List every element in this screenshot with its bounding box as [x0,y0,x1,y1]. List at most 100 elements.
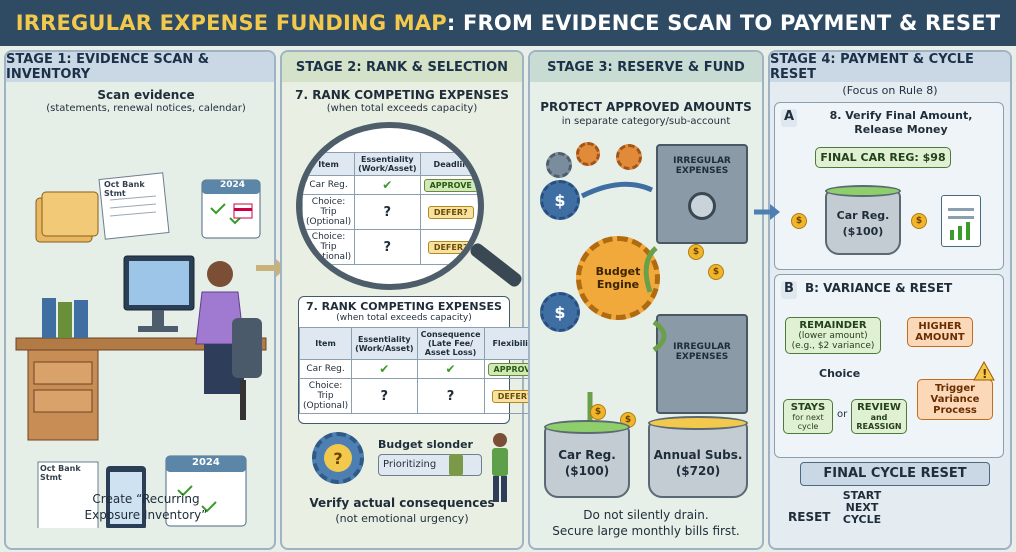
page-title: IRREGULAR EXPENSE FUNDING MAP: FROM EVID… [16,11,1001,35]
create-inventory-line1: Create “Recurring [92,492,200,506]
dollar-gear-icon: $ [540,180,580,220]
card-cell-item: Car Reg. [298,359,353,379]
rank-subtitle: (when total exceeds capacity) [326,103,478,114]
rank-card: 7. RANK COMPETING EXPENSES (when total e… [298,296,546,424]
title-part1: IRREGULAR EXPENSE FUNDING MAP [15,11,447,35]
pot-icon: Car Reg. ($100) [825,185,901,255]
table-row: Choice: Trip (Optional) ? DEFER? [302,194,478,230]
remainder-sub2: (e.g., $2 variance) [791,341,875,351]
remainder-box: REMAINDER (lower amount) (e.g., $2 varia… [785,317,881,354]
defer-badge: DEFER? [427,205,474,219]
svg-text:!: ! [982,367,987,381]
scan-subtitle: (statements, renewal notices, calendar) [46,103,246,114]
stage1-illustration [15,172,267,528]
safe-icon: IRREGULAR EXPENSES [656,314,748,414]
person-icon [492,433,508,502]
check-icon: ✔ [351,359,418,379]
lens-cell-item: Choice: Trip (Optional) [302,229,356,265]
lens-header-deadline: Deadlin [419,152,478,176]
section-b: B B: VARIANCE & RESET REMAINDER (lower a… [774,274,1004,458]
verify-line1: Verify actual consequences [309,496,495,510]
higher-amount-box: HIGHER AMOUNT [907,317,973,347]
folder-icon [35,191,99,243]
stage4-pot-name: Car Reg. [836,209,890,222]
card-header-item: Item [298,327,353,360]
card-table: Item Essentiality (Work/Asset) Consequen… [298,327,546,414]
question-icon: ? [354,194,421,230]
section-b-title: B: VARIANCE & RESET [805,281,953,295]
coin-icon: $ [590,404,606,420]
slider-handle[interactable] [449,454,463,476]
safe-dial [688,192,716,220]
lens-cell-item: Car Reg. [302,175,356,195]
protect-line2: in separate category/sub-account [561,116,731,127]
table-row: Choice: Trip (Optional) ? DEFER? [302,229,478,265]
card-header-consequence: Consequence (Late Fee/ Asset Loss) [416,327,485,360]
create-inventory-line2: Exposure Inventory” [84,508,208,522]
safe-icon: IRREGULAR EXPENSES [656,144,748,244]
magnifier-handle [468,241,524,289]
section-a-title1: 8. Verify Final Amount, [829,109,973,122]
stage3-heading: STAGE 3: RESERVE & FUND [530,52,762,82]
question-icon: ? [324,444,352,472]
question-icon: ? [354,229,421,265]
defer-badge: DEFER? [427,240,474,254]
calendar-year-2: 2024 [192,457,220,468]
bank-statement-label: Oct Bank Stmt [104,180,145,198]
lens-header-essentiality: Essentiality (Work/Asset) [354,152,421,176]
warning-icon: ! [973,361,995,381]
safe2-label: IRREGULAR EXPENSES [673,342,731,362]
final-cycle-reset: FINAL CYCLE RESET [800,462,990,486]
lens-table: Item Essentiality (Work/Asset) Deadlin C… [302,152,478,265]
engine-label: Budget Engine [595,265,641,291]
pot-icon: Car Reg. ($100) [544,420,630,498]
table-row: Car Reg. ✔ ✔ APPROVE [298,359,546,379]
remainder-title: REMAINDER [799,320,867,331]
pot1-amount: ($100) [564,464,610,478]
section-a-letter: A [781,109,797,127]
coin-icon: $ [708,264,724,280]
lens-header-item: Item [302,152,356,176]
pot-icon: Annual Subs. ($720) [648,416,748,498]
verify-line2: (not emotional urgency) [335,512,469,525]
budget-slider[interactable]: Prioritizing [378,454,482,476]
trigger-variance-box: Trigger Variance Process [917,379,993,420]
approve-badge: APPROVE [423,178,478,192]
stage2-heading: STAGE 2: RANK & SELECTION [282,52,522,82]
title-part2: : FROM EVIDENCE SCAN TO PAYMENT & RESET [446,11,1001,35]
gear-icon: ? [312,432,364,484]
dollar-gear-icon: $ [540,292,580,332]
bank-statement-label-2: Oct Bank Stmt [40,464,81,482]
review-box: REVIEW and REASSIGN [851,399,907,434]
clipboard-icon [941,195,981,247]
budget-engine-gear: Budget Engine [576,236,660,320]
stage2-panel: STAGE 2: RANK & SELECTION 7. RANK COMPET… [280,50,546,550]
card-header-essentiality: Essentiality (Work/Asset) [351,327,418,360]
protect-line1: PROTECT APPROVED AMOUNTS [540,100,752,114]
question-icon: ? [351,378,418,414]
stage1-heading: STAGE 1: EVIDENCE SCAN & INVENTORY [6,52,274,82]
table-row: Choice: Trip (Optional) ? ? DEFER? [298,378,546,414]
check-icon: ✔ [354,175,421,195]
stays-title: STAYS [790,402,826,413]
coin-icon: $ [791,213,807,229]
scan-title: Scan evidence [97,88,195,102]
pot1-name: Car Reg. [558,448,616,462]
or-label: or [837,409,848,420]
title-bar: IRREGULAR EXPENSE FUNDING MAP: FROM EVID… [0,0,1016,46]
bank-statement-icon [98,172,170,240]
stage4-heading: STAGE 4: PAYMENT & CYCLE RESET [770,52,1010,82]
pot2-name: Annual Subs. [653,448,743,462]
card-cell-item: Choice: Trip (Optional) [298,378,353,414]
table-row: Car Reg. ✔ APPROVE [302,175,478,195]
trigger-label: Trigger Variance Process [930,383,980,416]
coin-icon: $ [688,244,704,260]
review-sub: and REASSIGN [856,413,902,431]
gear-icon [616,144,642,170]
section-b-letter: B [781,281,797,299]
flow-arrows [580,181,683,450]
arrow-icon [754,204,780,220]
question-icon: ? [416,378,485,414]
review-title: REVIEW [857,402,901,413]
stage4-panel: STAGE 4: PAYMENT & CYCLE RESET (Focus on… [768,50,1012,550]
